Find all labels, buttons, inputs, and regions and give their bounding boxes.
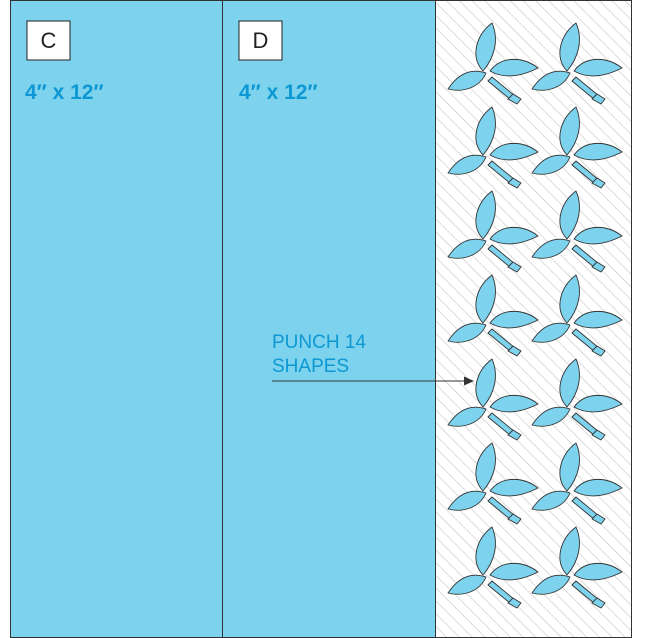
panel-c-dimensions: 4″ x 12″: [25, 81, 104, 104]
panel-d-dimensions: 4″ x 12″: [239, 81, 318, 104]
callout-line-1: PUNCH 14: [272, 332, 366, 353]
callout-line-2: SHAPES: [272, 356, 349, 377]
panel-c-tag: C: [41, 28, 57, 53]
panel-d-tag: D: [253, 28, 269, 53]
